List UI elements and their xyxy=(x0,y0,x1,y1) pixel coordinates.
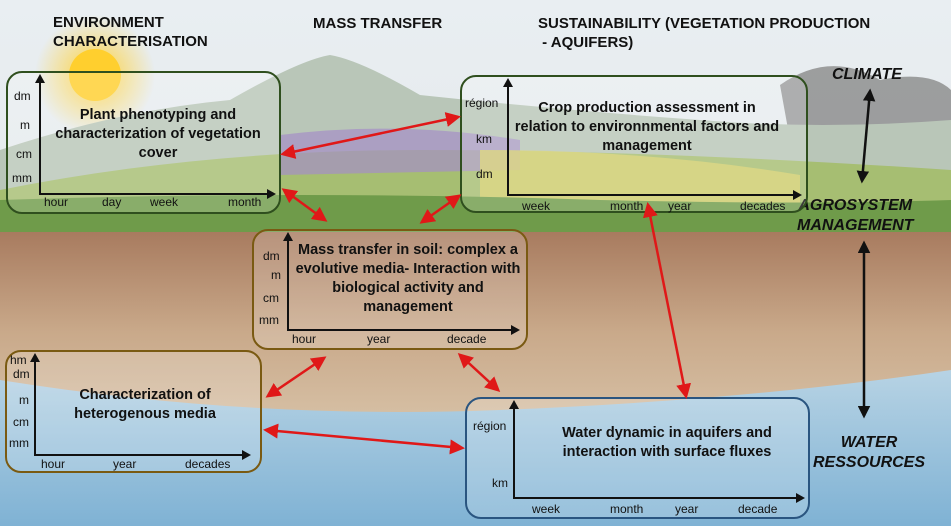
y-tick: dm xyxy=(476,167,493,181)
box-title: Crop production assessment in relation t… xyxy=(514,100,780,154)
y-tick: cm xyxy=(16,147,32,161)
box-water-dynamic: région km week month year decade Water d… xyxy=(465,397,810,519)
y-tick: cm xyxy=(263,291,279,305)
y-tick: dm xyxy=(13,367,30,381)
x-axis xyxy=(507,194,795,196)
y-axis xyxy=(507,85,509,195)
label-agrosystem: AGROSYSTEM MANAGEMENT xyxy=(797,197,914,234)
x-axis-arrowhead xyxy=(796,493,805,503)
x-tick: year xyxy=(668,199,692,213)
y-axis-arrowhead xyxy=(503,78,513,87)
x-tick: decades xyxy=(185,457,231,471)
y-tick: m xyxy=(271,268,281,282)
y-axis xyxy=(513,407,515,499)
box-title: Plant phenotyping and characterization o… xyxy=(55,107,261,161)
x-tick: month xyxy=(610,502,644,516)
x-axis xyxy=(34,454,244,456)
x-axis-arrowhead xyxy=(511,325,520,335)
y-tick: hm xyxy=(10,353,27,367)
x-tick: day xyxy=(102,195,122,209)
x-tick: decade xyxy=(447,332,487,346)
x-tick: hour xyxy=(292,332,317,346)
y-axis-arrowhead xyxy=(35,74,45,83)
box-plant-phenotyping: dm m cm mm hour day week month Plant phe… xyxy=(6,71,281,214)
x-tick: year xyxy=(367,332,391,346)
y-tick: mm xyxy=(9,436,29,450)
y-axis-arrowhead xyxy=(509,400,519,409)
label-water-resources: WATER RESSOURCES xyxy=(813,434,926,471)
x-axis-arrowhead xyxy=(267,189,276,199)
x-tick: hour xyxy=(41,457,66,471)
y-tick: m xyxy=(20,118,30,132)
y-tick: dm xyxy=(263,249,280,263)
label-climate: CLIMATE xyxy=(832,66,902,83)
box-heterogenous-media: hm dm m cm mm hour year decades Characte… xyxy=(5,350,262,473)
x-axis-arrowhead xyxy=(242,450,251,460)
x-tick: month xyxy=(228,195,262,209)
x-tick: month xyxy=(610,199,644,213)
y-tick: région xyxy=(465,96,499,110)
y-axis xyxy=(34,360,36,456)
x-tick: week xyxy=(532,502,561,516)
x-tick: week xyxy=(522,199,551,213)
y-tick: m xyxy=(19,393,29,407)
x-axis-arrowhead xyxy=(793,190,802,200)
x-axis xyxy=(39,193,269,195)
y-axis-arrowhead xyxy=(283,232,293,241)
box-title: Water dynamic in aquifers and interactio… xyxy=(562,425,772,460)
header-mass-transfer: MASS TRANSFER xyxy=(313,15,443,32)
y-tick: région xyxy=(473,419,507,433)
y-axis xyxy=(287,239,289,331)
header-sustainability: SUSTAINABILITY (VEGETATION PRODUCTION - … xyxy=(538,15,871,51)
box-title: Characterization of heterogenous media xyxy=(74,387,216,422)
x-tick: year xyxy=(675,502,699,516)
header-environment: ENVIRONMENT CHARACTERISATION xyxy=(53,14,208,50)
box-crop-production: région km dm week month year decades Cro… xyxy=(460,75,808,213)
y-tick: dm xyxy=(14,89,31,103)
y-axis-arrowhead xyxy=(30,353,40,362)
x-tick: hour xyxy=(44,195,69,209)
x-tick: year xyxy=(113,457,137,471)
x-axis xyxy=(287,329,513,331)
x-tick: week xyxy=(150,195,179,209)
y-tick: mm xyxy=(259,313,279,327)
x-tick: decades xyxy=(740,199,786,213)
y-axis xyxy=(39,81,41,195)
y-tick: cm xyxy=(13,415,29,429)
box-mass-transfer-soil: dm m cm mm hour year decade Mass transfe… xyxy=(252,229,528,350)
y-tick: km xyxy=(492,476,508,490)
box-title: Mass transfer in soil: complex a evoluti… xyxy=(295,242,521,315)
x-axis xyxy=(513,497,798,499)
y-tick: km xyxy=(476,132,492,146)
y-tick: mm xyxy=(12,171,32,185)
x-tick: decade xyxy=(738,502,778,516)
